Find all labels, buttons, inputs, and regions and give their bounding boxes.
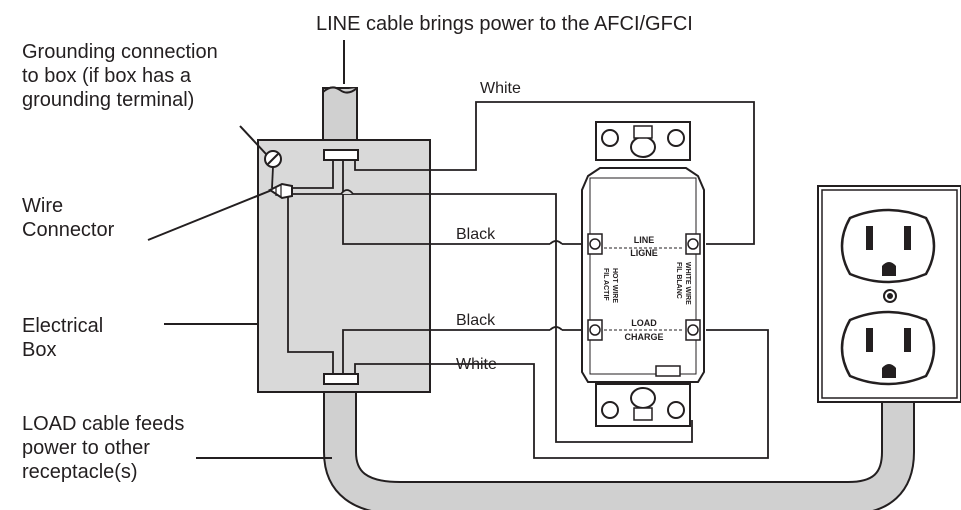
load-hot-terminal	[587, 319, 603, 341]
white-wire-label: WHITE WIRE	[684, 262, 691, 305]
load-label: LOAD	[631, 318, 657, 328]
line-label-fr: LIGNE	[630, 248, 658, 258]
load-label-fr: CHARGE	[624, 332, 663, 342]
white-wire-bottom-label: White	[456, 356, 497, 373]
electrical-box	[257, 139, 431, 393]
load-white-terminal	[685, 319, 701, 341]
load-cable	[323, 392, 915, 510]
grounding-connection-label: Grounding connection to box (if box has …	[22, 41, 218, 111]
black-wire-top-label: Black	[456, 226, 496, 243]
afci-gfci-device: LINE LIGNE LOAD CHARGE HOT WIRE FIL ACTI…	[581, 121, 705, 427]
white-wire-top-label: White	[480, 80, 521, 97]
leader-lines	[147, 125, 332, 459]
grounding-screw-icon	[264, 150, 282, 168]
line-cable	[322, 86, 358, 145]
wires	[271, 101, 769, 459]
black-wire-bottom-label: Black	[456, 312, 496, 329]
electrical-box-label: Electrical Box	[22, 315, 104, 361]
wire-connector-icon	[268, 182, 293, 200]
duplex-receptacle	[817, 185, 961, 403]
load-cable-label: LOAD cable feeds power to other receptac…	[22, 413, 185, 483]
line-label: LINE	[634, 235, 655, 245]
load-cable-clamp	[323, 373, 359, 385]
title-line-cable: LINE cable brings power to the AFCI/GFCI	[316, 13, 693, 35]
line-hot-terminal	[587, 233, 603, 255]
white-wire-label-fr: FIL BLANC	[675, 262, 682, 299]
wire-connector-label: Wire Connector	[22, 195, 115, 241]
hot-wire-label: HOT WIRE	[611, 268, 618, 303]
hot-wire-label-fr: FIL ACTIF	[602, 268, 609, 301]
line-cable-clamp	[323, 149, 359, 161]
line-white-terminal	[685, 233, 701, 255]
